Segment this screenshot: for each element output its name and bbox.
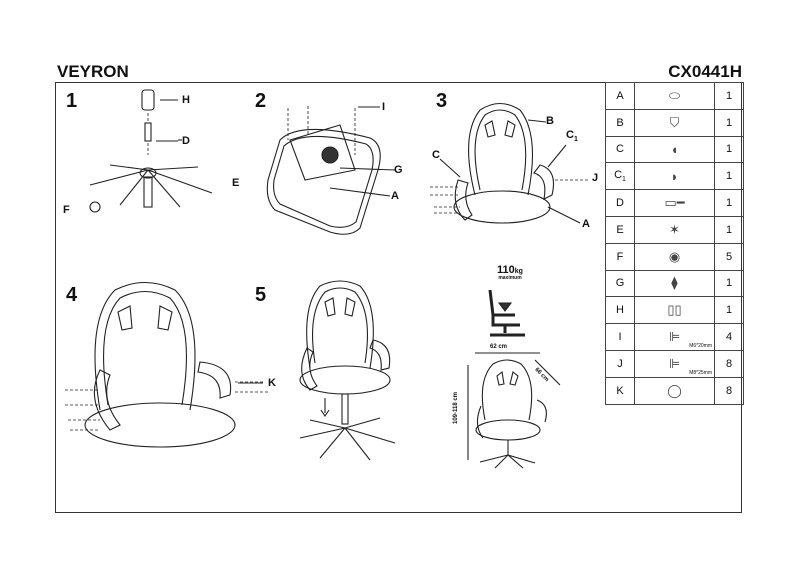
max-load: 110kg maximum: [485, 264, 535, 281]
part-spec: M8*25mm: [689, 369, 712, 376]
part-quantity: 1: [714, 108, 744, 137]
part-quantity: 1: [714, 82, 744, 110]
label-j: J: [592, 172, 599, 184]
part-quantity: 1: [714, 269, 744, 298]
part-image: ▭━: [634, 189, 715, 217]
lift-cover-icon: ▯▯: [667, 302, 682, 318]
label-a-step3: A: [582, 218, 590, 230]
part-letter: J: [605, 349, 635, 378]
step-3-number: 3: [436, 90, 448, 112]
part-letter: C1: [605, 162, 635, 191]
step-5-number: 5: [255, 284, 267, 306]
label-d: D: [182, 135, 190, 147]
part-letter: B: [605, 108, 635, 137]
cap-icon: ◯: [667, 382, 682, 398]
part-letter: E: [605, 215, 635, 244]
parts-row: G ⧫ 1: [605, 269, 744, 298]
part-letter: F: [605, 242, 635, 271]
base-icon: ✶: [669, 221, 680, 237]
bolt-icon: ⊫: [668, 329, 681, 345]
part-image: ◯: [634, 376, 715, 405]
part-quantity: 1: [714, 162, 744, 191]
part-letter: G: [605, 269, 635, 298]
parts-row: K ◯ 8: [605, 376, 744, 405]
parts-row: I ⊫ M6*20mm 4: [605, 323, 744, 351]
part-letter: C: [605, 135, 635, 164]
armrest-left-icon: ◖: [670, 141, 679, 157]
part-quantity: 1: [714, 215, 744, 244]
part-quantity: 5: [714, 242, 744, 271]
label-k: K: [268, 377, 276, 389]
seat-icon: ⬭: [668, 87, 681, 103]
part-image: ▯▯: [634, 296, 715, 325]
max-load-chair-icon: [488, 289, 525, 337]
caster-icon: ◉: [668, 248, 681, 264]
max-load-unit: kg: [514, 268, 523, 275]
backrest-icon: ⛉: [669, 114, 680, 130]
product-code: CX0441H: [668, 62, 742, 81]
dimension-height: 109-118 cm: [453, 391, 460, 425]
step-2-seat-illustration: [266, 106, 396, 235]
step-3-chair-illustration: [430, 102, 590, 224]
parts-row: B ⛉ 1: [605, 108, 744, 137]
armrest-right-icon: ◗: [670, 168, 679, 184]
label-c: C: [432, 149, 440, 161]
label-c1: C1: [566, 129, 578, 144]
label-a: A: [391, 190, 399, 202]
parts-row: C1 ◗ 1: [605, 162, 744, 191]
dimension-width: 62 cm: [490, 344, 508, 350]
label-g: G: [394, 164, 403, 176]
part-letter: K: [605, 376, 635, 405]
step-1-number: 1: [66, 90, 78, 112]
part-letter: I: [605, 323, 635, 351]
part-image: ⧫: [634, 269, 715, 298]
part-quantity: 1: [714, 296, 744, 325]
max-load-value: 110: [497, 264, 515, 276]
part-quantity: 1: [714, 135, 744, 164]
part-image: ⛉: [634, 108, 715, 137]
parts-row: F ◉ 5: [605, 242, 744, 271]
step-1-base-illustration: [89, 89, 213, 213]
leader-lines: [156, 99, 178, 142]
step-5-chair-illustration: [299, 280, 396, 461]
label-f: F: [63, 204, 70, 216]
parts-row: D ▭━ 1: [605, 189, 744, 217]
label-i: I: [382, 101, 386, 113]
part-spec: M6*20mm: [689, 342, 712, 349]
step-4-chair-illustration: [65, 282, 270, 448]
parts-row: E ✶ 1: [605, 215, 744, 244]
part-image: ⬭: [634, 82, 715, 110]
part-letter: H: [605, 296, 635, 325]
parts-row: H ▯▯ 1: [605, 296, 744, 325]
max-load-note: maximum: [498, 275, 522, 281]
label-b: B: [546, 115, 554, 127]
part-quantity: 8: [714, 349, 744, 378]
gas-lift-icon: ▭━: [664, 195, 685, 211]
bolt-icon: ⊫: [668, 355, 681, 371]
mechanism-icon: ⧫: [671, 275, 678, 291]
label-h: H: [182, 94, 190, 106]
parts-row: J ⊫ M8*25mm 8: [605, 349, 744, 378]
part-image: ✶: [634, 215, 715, 244]
part-letter: A: [605, 82, 635, 110]
label-e: E: [232, 177, 240, 189]
step-4-number: 4: [66, 284, 78, 306]
part-quantity: 8: [714, 376, 744, 405]
dimension-chair-illustration: [467, 352, 561, 469]
step-2-number: 2: [255, 90, 267, 112]
product-name: VEYRON: [57, 62, 129, 81]
part-quantity: 4: [714, 323, 744, 351]
part-quantity: 1: [714, 189, 744, 217]
part-image: ⊫ M8*25mm: [634, 349, 715, 378]
part-image: ◉: [634, 242, 715, 271]
parts-row: A ⬭ 1: [605, 82, 744, 110]
part-image: ◗: [634, 162, 715, 191]
part-image: ⊫ M6*20mm: [634, 323, 715, 351]
parts-row: C ◖ 1: [605, 135, 744, 164]
part-letter: D: [605, 189, 635, 217]
part-image: ◖: [634, 135, 715, 164]
